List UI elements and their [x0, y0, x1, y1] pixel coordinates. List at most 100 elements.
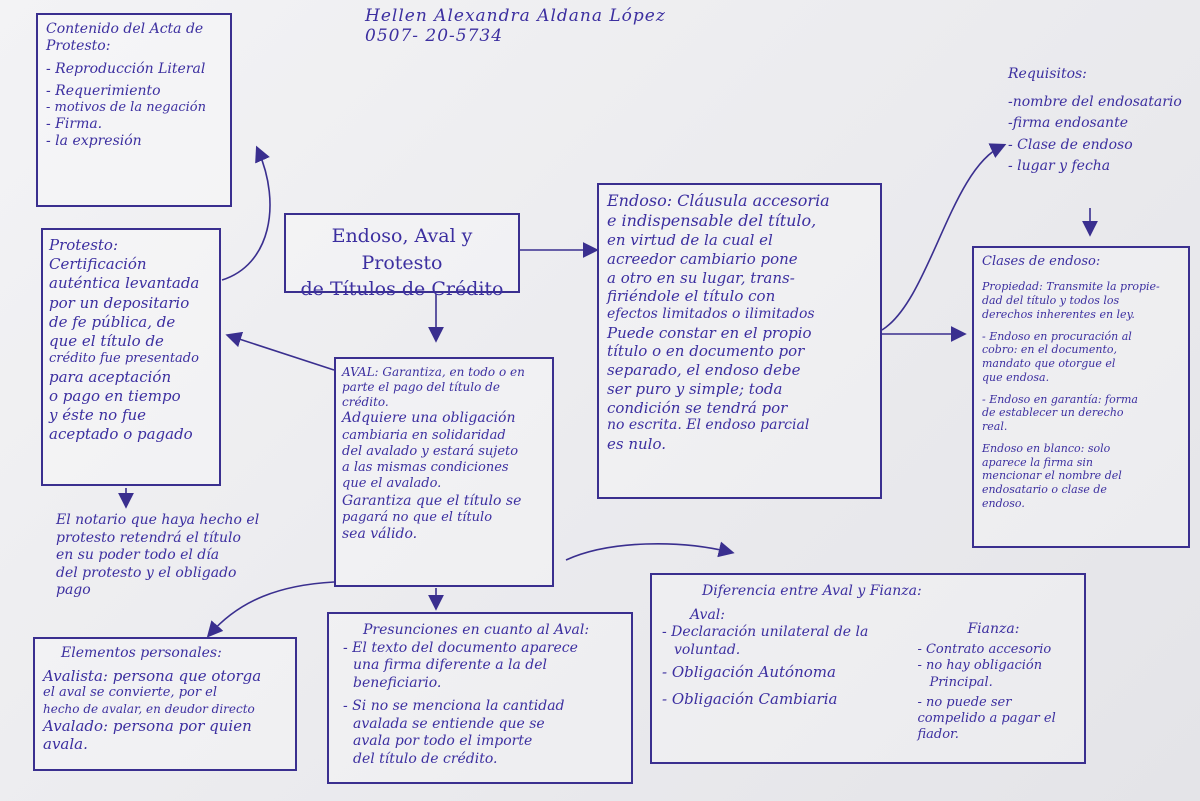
student-header: Hellen Alexandra Aldana López 0507- 20-5… [365, 6, 666, 46]
acta-line: - motivos de la negación [46, 100, 206, 116]
endoso-line: separado, el endoso debe [607, 361, 801, 379]
protesto-box: Protesto: Certificación auténtica levant… [41, 228, 221, 486]
notario-line: del protesto y el obligado [56, 564, 237, 581]
diferencia-title: Diferencia entre Aval y Fianza: [702, 583, 922, 599]
presunciones-line: avala por todo el importe [353, 733, 533, 749]
protesto-line: y éste no fue [49, 406, 147, 425]
aval-line: que el avalado. [342, 476, 442, 492]
requisitos-line: - Clase de endoso [1008, 136, 1133, 153]
acta-line: - la expresión [46, 132, 142, 149]
aval-line: cambiaria en solidaridad [342, 427, 506, 443]
presunciones-line: del título de crédito. [353, 750, 498, 767]
presunciones-box: Presunciones en cuanto al Aval: - El tex… [327, 612, 633, 784]
acta-protesto-box: Contenido del Acta de Protesto: - Reprod… [36, 13, 232, 207]
endoso-line: título o en documento por [607, 342, 805, 361]
diferencia-box: Diferencia entre Aval y Fianza: Aval: - … [650, 573, 1086, 764]
elementos-line: avala. [43, 735, 88, 754]
endoso-line: a otro en su lugar, trans- [607, 268, 795, 287]
protesto-line: para aceptación [49, 367, 172, 386]
protesto-line: que el título de [49, 331, 164, 350]
acta-line: Protesto: [46, 37, 111, 54]
presunciones-title: Presunciones en cuanto al Aval: [363, 622, 590, 638]
requisitos-line: -nombre del endosatario [1008, 93, 1182, 110]
notario-line: pago [56, 582, 91, 598]
clases-line: - Endoso en procuración al [982, 329, 1132, 343]
elementos-title: Elementos personales: [61, 645, 222, 661]
clases-line: dad del título y todos los [982, 294, 1120, 307]
endoso-line: en virtud de la cual el [607, 231, 773, 249]
endoso-line: firiéndole el título con [607, 287, 776, 306]
acta-line: - Reproducción Literal [46, 60, 206, 77]
title-line-2: de Títulos de Crédito [300, 278, 504, 301]
notario-line: en su poder todo el día [56, 547, 220, 563]
clases-line: endoso. [982, 496, 1025, 510]
notario-note: El notario que haya hecho el protesto re… [56, 512, 306, 600]
aval-line: crédito. [342, 395, 389, 409]
aval-line: Garantiza que el título se [342, 492, 522, 509]
aval-item: - Obligación Cambiaria [662, 689, 838, 708]
aval-line: pagará no que el título [342, 510, 493, 525]
aval-line: del avalado y estará sujeto [342, 443, 519, 459]
clases-line: endosatario o clase de [982, 483, 1107, 496]
clases-line: Endoso en blanco: solo [982, 441, 1111, 455]
title-line-1: Endoso, Aval y Protesto [331, 225, 473, 274]
requisitos-title: Requisitos: [1008, 66, 1087, 82]
presunciones-line: una firma diferente a la del [353, 657, 547, 673]
presunciones-line: - El texto del documento aparece [343, 639, 578, 656]
fianza-item: fiador. [917, 727, 959, 743]
clases-line: mencionar el nombre del [982, 469, 1122, 483]
fianza-item: - Contrato accesorio [917, 642, 1052, 657]
aval-box: AVAL: Garantiza, en todo o en parte el p… [334, 357, 554, 587]
aval-column: Aval: - Declaración unilateral de la vol… [662, 607, 901, 744]
aval-line: sea válido. [342, 526, 418, 543]
fianza-item: - no puede ser [917, 694, 1012, 710]
clases-line: cobro: en el documento, [982, 343, 1117, 357]
protesto-line: crédito fue presentado [49, 351, 199, 367]
diferencia-columns: Aval: - Declaración unilateral de la vol… [662, 607, 1074, 744]
endoso-line: acreedor cambiario pone [607, 249, 798, 268]
aval-line: a las mismas condiciones [342, 460, 509, 475]
acta-line: - Requerimiento [46, 83, 161, 100]
endoso-line: es nulo. [607, 434, 666, 453]
aval-line: Adquiere una obligación [342, 410, 516, 426]
presunciones-line: beneficiario. [353, 674, 442, 691]
protesto-line: de fe pública, de [49, 312, 176, 331]
arrow-aval-to-diferencia [565, 541, 735, 561]
endoso-line: Endoso: Cláusula accesoria [607, 191, 830, 210]
clases-line: - Endoso en garantía: forma [982, 392, 1138, 406]
clases-title: Clases de endoso: [982, 254, 1101, 269]
protesto-line: auténtica levantada [49, 274, 200, 293]
clases-line: que endosa. [982, 370, 1050, 384]
endoso-line: condición se tendrá por [607, 398, 788, 417]
notario-line: protesto retendrá el título [56, 529, 241, 546]
fianza-column-header: Fianza: [967, 620, 1020, 637]
notario-line: El notario que haya hecho el [56, 512, 260, 528]
clases-line: derechos inherentes en ley. [982, 307, 1135, 321]
presunciones-line: avalada se entiende que se [353, 715, 545, 732]
elementos-line: Avalado: persona por quien [43, 716, 252, 735]
clases-line: real. [982, 420, 1008, 433]
elementos-personales-box: Elementos personales: Avalista: persona … [33, 637, 297, 771]
fianza-column: Fianza: - Contrato accesorio - no hay ob… [917, 607, 1074, 744]
endoso-line: efectos limitados o ilimitados [607, 306, 815, 322]
elementos-line: el aval se convierte, por el [43, 685, 218, 701]
clases-line: Propiedad: Transmite la propie- [982, 280, 1160, 294]
clases-line: mandato que otorgue el [982, 357, 1116, 370]
aval-line: AVAL: Garantiza, en todo o en [342, 365, 525, 379]
endoso-line: ser puro y simple; toda [607, 379, 783, 398]
fianza-item: - no hay obligación [917, 658, 1043, 674]
protesto-line: o pago en tiempo [49, 386, 181, 405]
arrow-aval-to-protesto [225, 331, 335, 371]
aval-item: - Declaración unilateral de la [662, 624, 869, 640]
presunciones-line: - Si no se menciona la cantidad [343, 698, 565, 714]
elementos-line: hecho de avalar, en deudor directo [43, 701, 255, 716]
endoso-line: e indispensable del título, [607, 211, 817, 230]
requisitos-line: -firma endosante [1008, 115, 1128, 131]
protesto-line: aceptado o pagado [49, 425, 193, 444]
acta-line: Contenido del Acta de [46, 21, 204, 37]
endoso-line: no escrita. El endoso parcial [607, 417, 810, 434]
central-title-box: Endoso, Aval y Protesto de Títulos de Cr… [284, 213, 520, 300]
protesto-line: por un depositario [49, 293, 190, 312]
elementos-line: Avalista: persona que otorga [43, 666, 262, 685]
